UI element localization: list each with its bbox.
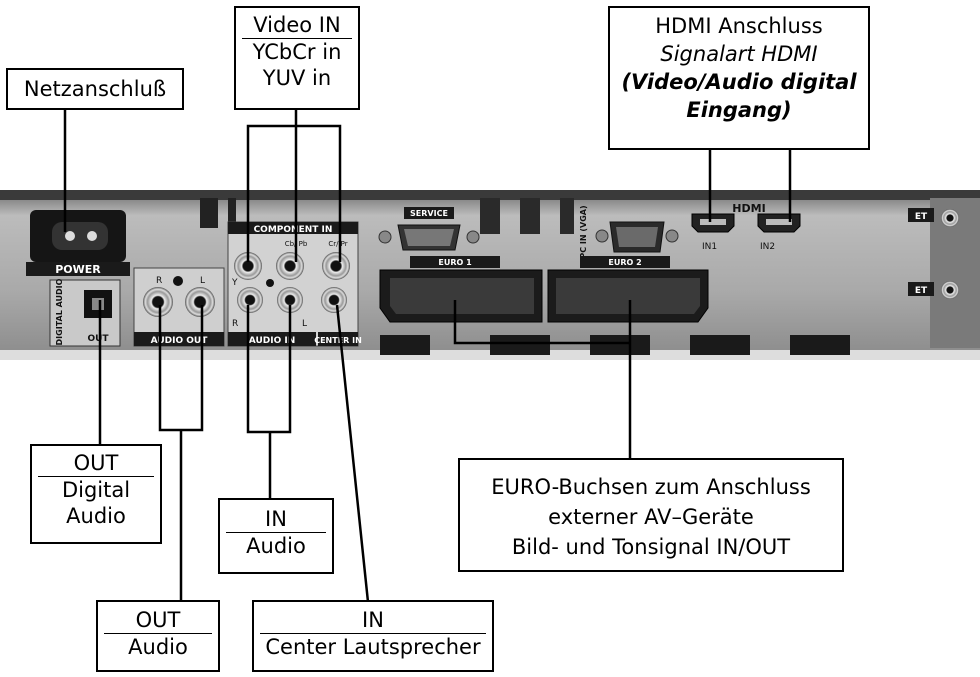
euro-line1: EURO-Buchsen zum Anschluss [460,472,842,502]
digital-out-title: OUT [32,450,160,476]
center-line2: Center Lautsprecher [254,634,492,660]
et1-label: ET [915,212,928,222]
euro-line2: externer AV–Geräte [460,502,842,532]
power-label-box: Netzanschluß [6,68,184,110]
audio-in-label-box: IN Audio [218,498,334,574]
digital-out-line3: Audio [32,503,160,529]
euro-line3: Bild- und Tonsignal IN/OUT [460,532,842,562]
component-cr-jack [322,252,350,280]
audio-out-title: OUT [98,607,218,633]
audio-out-ports: R L AUDIO OUT [134,268,224,346]
audio-in-title: IN [220,506,332,532]
video-in-line2: YCbCr in [236,39,358,65]
hdmi-in1-label: IN1 [702,242,717,252]
digital-audio-panel-label: DIGITAL AUDIO [55,278,64,345]
audio-in-panel-label: AUDIO IN [249,336,295,346]
center-in-panel-label: CENTER IN [314,336,362,345]
center-label-box: IN Center Lautsprecher [252,600,494,672]
service-label: SERVICE [410,209,448,218]
audio-out-r-label: R [156,276,162,286]
audio-in-l-label: L [302,319,307,329]
et2-label: ET [915,286,928,296]
audio-in-r-jack [237,287,263,313]
euro1-label: EURO 1 [438,258,472,267]
component-cb-jack [276,252,304,280]
audio-out-line2: Audio [98,634,218,660]
audio-in-line2: Audio [220,533,332,559]
digital-out-line2: Digital [32,477,160,503]
y-label: Y [231,278,238,288]
power-socket-label: POWER [55,263,101,276]
digital-audio-out-port: DIGITAL AUDIO OUT [50,278,120,346]
optical-out-label: OUT [87,334,109,344]
cr-pr-label: Cr/ Pr [328,240,347,248]
hdmi-description-line1: (Video/Audio digital [610,68,868,96]
euro-label-box: EURO-Buchsen zum Anschluss externer AV–G… [458,458,844,572]
audio-out-label-box: OUT Audio [96,600,220,672]
digital-out-label-box: OUT Digital Audio [30,444,162,544]
hdmi-label-box: HDMI Anschluss Signalart HDMI (Video/Aud… [608,6,870,150]
hdmi-description-line2: Eingang) [610,96,868,124]
hdmi-title: HDMI Anschluss [610,12,868,40]
audio-in-r-label: R [232,319,238,329]
hdmi-signal-type: Signalart HDMI [610,40,868,68]
hdmi-in2-label: IN2 [760,242,775,252]
euro2-label: EURO 2 [608,258,641,267]
video-in-title: Video IN [236,12,358,38]
pc-in-label: PC IN (VGA) [579,205,588,258]
hdmi-logo-label: HDMI [732,202,765,215]
video-in-line3: YUV in [236,65,358,91]
component-in-panel-label: COMPONENT IN [254,225,333,235]
audio-out-l-label: L [200,276,205,286]
center-title: IN [254,607,492,633]
video-in-label-box: Video IN YCbCr in YUV in [234,6,360,110]
center-in-jack [321,287,347,313]
power-label-title: Netzanschluß [8,70,182,108]
power-socket: POWER [26,210,130,276]
